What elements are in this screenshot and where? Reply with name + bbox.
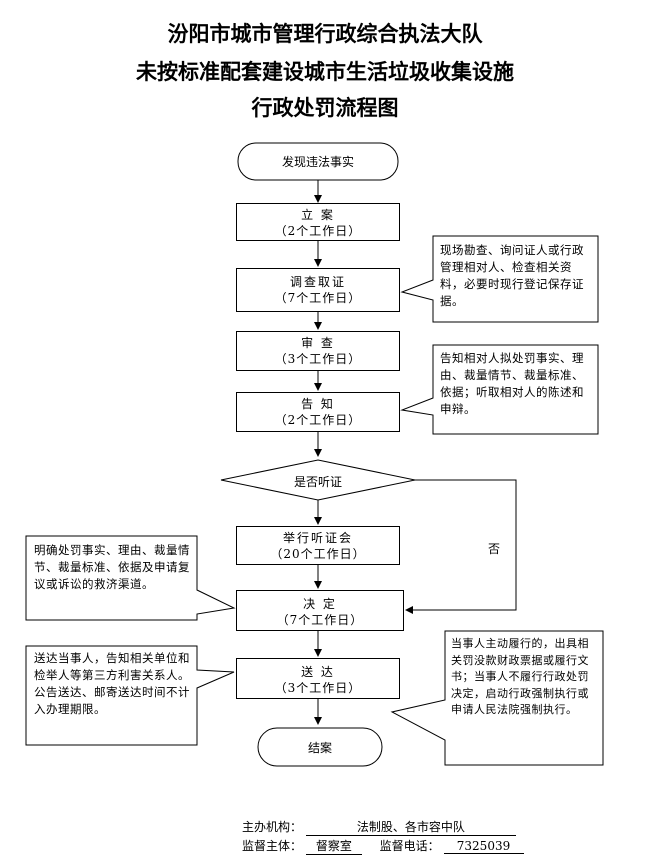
title-line1: 汾阳市城市管理行政综合执法大队 <box>167 21 483 46</box>
decision-label: 是否听证 <box>293 475 342 489</box>
note-jueding: 明确处罚事实、理由、裁量情节、裁量标准、依据及申请复议或诉讼的救济渠道。 <box>34 543 190 591</box>
start-node: 发现违法事实 <box>281 155 354 169</box>
step-songda: 送 达 （3个工作日） <box>236 658 400 699</box>
footer-supervisor: 监督主体： 督察室 监督电话： 7325039 <box>242 837 524 855</box>
footer-supervisor-value: 督察室 <box>305 837 362 855</box>
note-diaocha: 现场勘查、询问证人或行政管理相对人、检查相关资料，必要时现行登记保存证据。 <box>440 243 584 308</box>
step-lian-days: （2个工作日） <box>274 224 362 238</box>
footer-phone-label: 监督电话： <box>379 839 440 853</box>
step-jueding-label: 决 定 <box>303 597 337 611</box>
step-diaocha: 调查取证 （7个工作日） <box>236 268 400 312</box>
footer-phone-value: 7325039 <box>443 839 524 854</box>
step-lian-label: 立 案 <box>301 208 335 222</box>
no-branch-label: 否 <box>488 542 501 556</box>
footer-supervisor-label: 监督主体： <box>242 839 303 853</box>
step-jueding-days: （7个工作日） <box>276 613 364 627</box>
step-diaocha-label: 调查取证 <box>289 275 346 289</box>
step-songda-days: （3个工作日） <box>274 681 362 695</box>
step-shencha: 审 查 （3个工作日） <box>236 331 400 371</box>
title-line3: 行政处罚流程图 <box>251 95 399 120</box>
step-gaozhi-label: 告 知 <box>301 397 335 411</box>
note-gaozhi: 告知相对人拟处罚事实、理由、裁量情节、裁量标准、依据；听取相对人的陈述和申辩。 <box>440 351 584 416</box>
step-shencha-days: （3个工作日） <box>274 352 362 366</box>
step-tingzheng-label: 举行听证会 <box>282 531 353 545</box>
end-node: 结案 <box>307 741 332 755</box>
note-songda: 送达当事人，告知相关单位和检举人等第三方利害关系人。公告送达、邮寄送达时间不计入… <box>34 651 190 716</box>
step-gaozhi-days: （2个工作日） <box>274 413 362 427</box>
end-oval-shape <box>257 727 383 767</box>
note-zhixing: 当事人主动履行的，出具相关罚没款财政票据或履行文书；当事人不履行行政处罚决定，启… <box>451 637 589 716</box>
title-line2: 未按标准配套建设城市生活垃圾收集设施 <box>136 59 514 84</box>
footer-organizer: 主办机构： 法制股、各市容中队 <box>242 818 516 836</box>
step-tingzheng: 举行听证会 （20个工作日） <box>236 526 400 565</box>
footer-organizer-label: 主办机构： <box>242 820 303 834</box>
step-tingzheng-days: （20个工作日） <box>270 547 366 561</box>
footer-organizer-value: 法制股、各市容中队 <box>305 818 516 836</box>
step-shencha-label: 审 查 <box>301 336 335 350</box>
step-songda-label: 送 达 <box>301 665 335 679</box>
step-diaocha-days: （7个工作日） <box>274 291 362 305</box>
step-gaozhi: 告 知 （2个工作日） <box>236 392 400 432</box>
step-lian: 立 案 （2个工作日） <box>236 203 400 241</box>
step-jueding: 决 定 （7个工作日） <box>236 590 404 631</box>
